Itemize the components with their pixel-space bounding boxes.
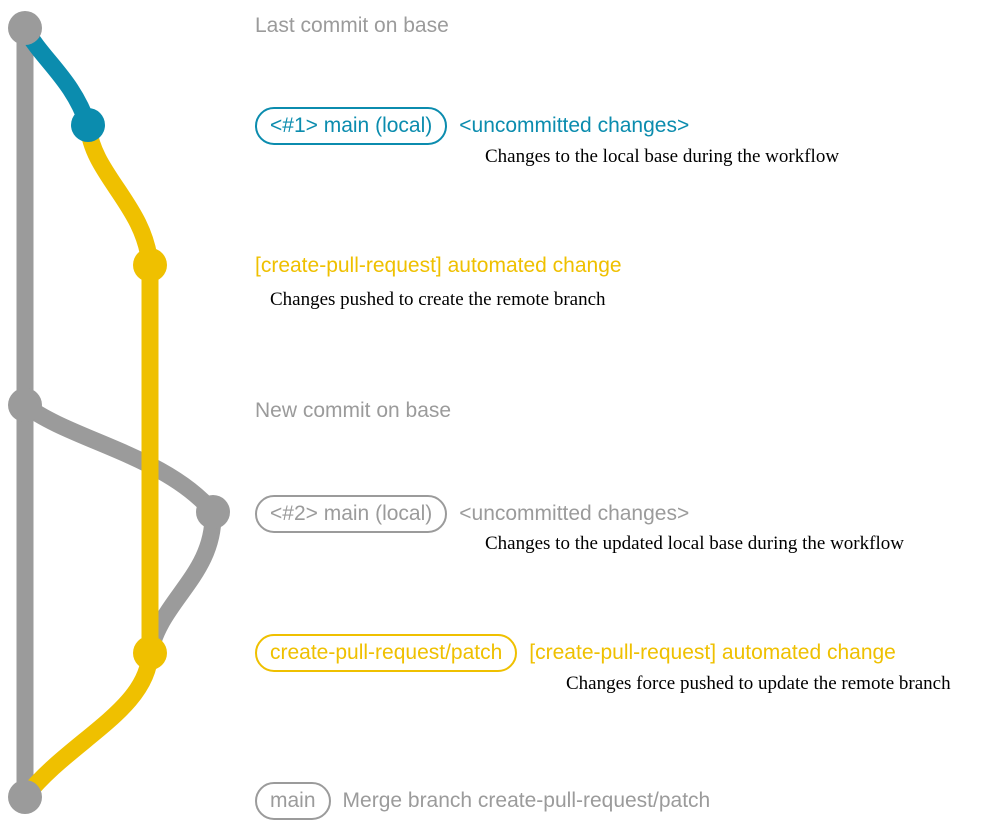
edge-patch-to-merge bbox=[16, 644, 159, 806]
node-automated-change-2[interactable] bbox=[133, 636, 167, 670]
edge-local2-to-patch bbox=[141, 503, 222, 662]
node-merge-commit[interactable] bbox=[8, 780, 42, 814]
edge-base-to-local1 bbox=[16, 19, 97, 134]
node-automated-change-1[interactable] bbox=[133, 248, 167, 282]
edge-base-to-local2 bbox=[16, 396, 222, 521]
edge-local1-to-patch1 bbox=[79, 116, 159, 274]
node-last-commit-on-base[interactable] bbox=[8, 11, 42, 45]
node-new-commit-on-base[interactable] bbox=[8, 388, 42, 422]
node-local-1[interactable] bbox=[71, 108, 105, 142]
node-local-2[interactable] bbox=[196, 495, 230, 529]
